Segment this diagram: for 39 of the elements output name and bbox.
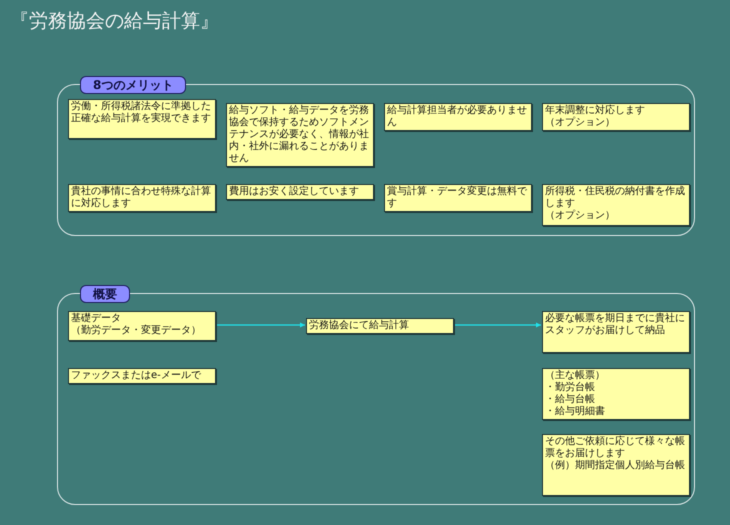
box-text: ・給与明細書 [545,406,606,418]
text-box [542,103,690,131]
panel-heading: 概要 [80,285,130,303]
box-text: 基礎データ [71,313,122,324]
box-text: 労務協会にて給与計算 [309,320,410,332]
text-box [542,368,690,420]
box-text: ・勤労台帳 [545,382,596,394]
text-box [306,318,454,334]
box-text: （例）期間指定個人別給与台帳 [545,460,686,472]
text-box [68,368,216,384]
box-text: （主な帳票） [545,370,606,382]
arrow [215,322,305,328]
box-text: 所得税・住民税の納付書を作成します [545,186,686,210]
box-text: 貴社の事情に合わせ特殊な計算に対応します [71,186,212,210]
text-box [68,184,216,212]
box-text: ファックスまたはe-メールで [71,370,202,382]
box-text: 給与計算担当者が必要ありません [387,105,528,129]
diagram-title: 『労務協会の給与計算』 [10,9,219,34]
box-text: 給与ソフト・給与データを労務協会で保持するためソフトメンテナンスが必要なく、情報が社内・社外に漏れることがありません [229,105,370,165]
text-box [542,434,690,496]
text-box [384,184,532,212]
box-text: その他ご依頼に応じて様々な帳票をお届けします [545,436,686,460]
text-box [68,99,216,139]
box-text: ・給与台帳 [545,394,596,406]
text-box [68,311,216,341]
box-text: （オプション） [545,117,616,129]
panel-heading: 8つのメリット [80,76,186,94]
text-box [542,184,690,226]
text-box [384,103,532,131]
text-box [542,311,690,353]
box-text: （勤労データ・変更データ） [71,325,202,337]
box-text: 必要な帳票を期日までに貴社にスタッフがお届けして納品 [545,313,686,337]
box-text: 賞与計算・データ変更は無料です [387,186,528,210]
box-text: 労働・所得税諸法令に準拠した正確な給与計算を実現できます [71,101,212,125]
box-text: （オプション） [545,210,616,222]
text-box [226,184,374,200]
box-text: 費用はお安く設定しています [229,186,360,198]
arrow [453,322,541,328]
box-text: 年末調整に対応します [545,105,646,116]
